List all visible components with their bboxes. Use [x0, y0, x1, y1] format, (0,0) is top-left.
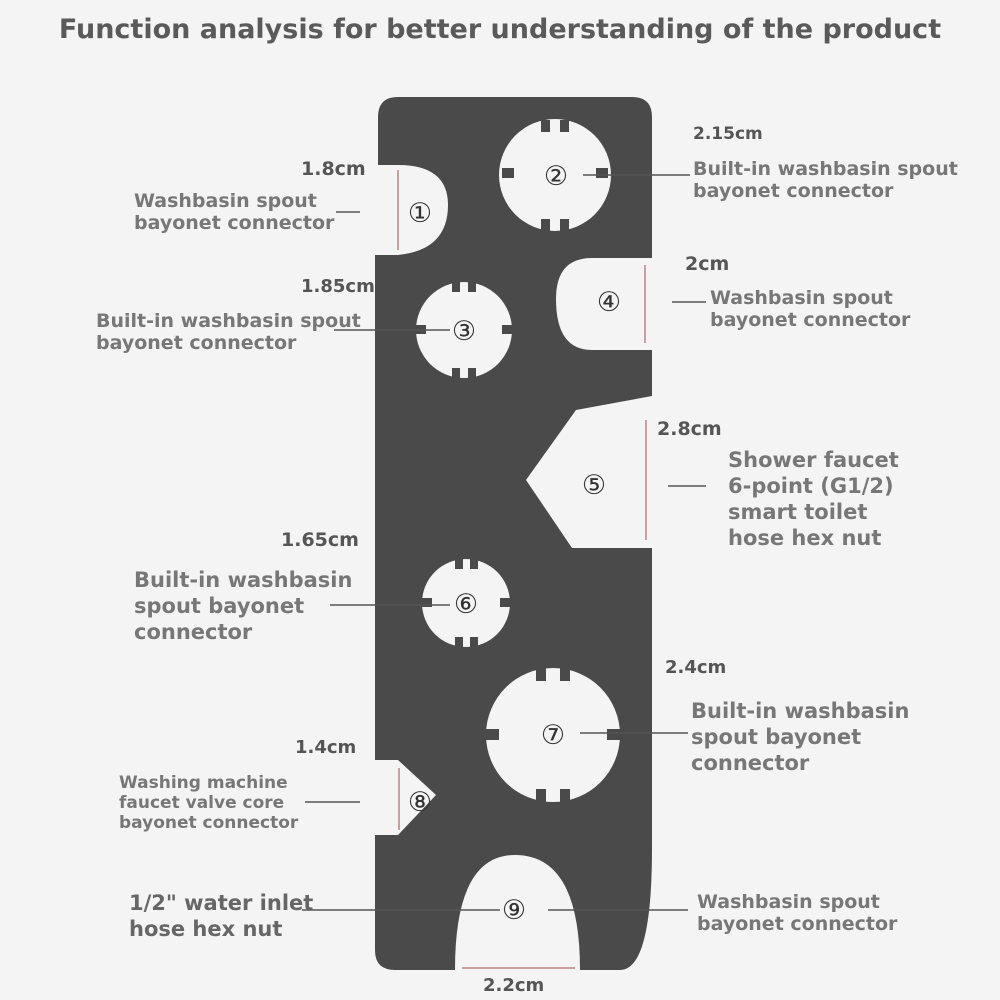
dimension-3: 1.85cm — [301, 276, 375, 297]
feature-number-3: ③ — [452, 316, 476, 347]
feature-number-4: ④ — [597, 287, 621, 318]
feature-number-9: ⑨ — [502, 895, 526, 926]
dimension-1: 1.8cm — [301, 158, 366, 180]
label-2: Built-in washbasin spout bayonet connect… — [693, 158, 958, 203]
label-5: Shower faucet 6-point (G1/2) smart toile… — [728, 447, 899, 551]
dimension-7: 2.4cm — [665, 657, 727, 678]
feature-number-5: ⑤ — [582, 470, 606, 501]
page-title: Function analysis for better understandi… — [58, 14, 942, 45]
label-9-left: 1/2" water inlet hose hex nut — [129, 890, 313, 942]
hole-6 — [422, 559, 510, 647]
label-6-line-1: Built-in washbasin — [134, 568, 353, 592]
leader-lines — [302, 174, 706, 911]
label-6-line-3: connector — [134, 620, 253, 645]
label-9-right: Washbasin spout bayonet connector — [697, 891, 897, 936]
feature-number-7: ⑦ — [541, 720, 565, 751]
dimension-4: 2cm — [685, 253, 730, 275]
feature-number-1: ① — [408, 198, 432, 229]
label-9-right-line-1: Washbasin spout — [697, 891, 880, 913]
label-9-left-line-1: 1/2" water inlet — [129, 891, 314, 915]
label-6: Built-in washbasin spout bayonet connect… — [134, 567, 352, 645]
label-7-line-1: Built-in washbasin — [691, 699, 910, 723]
dimension-lines — [397, 170, 647, 969]
label-8-line-2: faucet valve core — [119, 793, 285, 814]
feature-number-8: ⑧ — [408, 787, 432, 818]
label-1-line-2: bayonet connector — [134, 212, 335, 235]
dimension-6: 1.65cm — [281, 529, 359, 551]
label-1-line-1: Washbasin spout — [134, 190, 317, 212]
label-9-left-line-2: hose hex nut — [129, 917, 283, 942]
label-7-line-2: spout bayonet — [691, 725, 862, 750]
label-6-line-2: spout bayonet — [134, 594, 305, 619]
feature-number-2: ② — [544, 161, 568, 192]
label-7: Built-in washbasin spout bayonet connect… — [691, 698, 909, 776]
label-8-line-1: Washing machine — [119, 773, 288, 793]
label-8: Washing machine faucet valve core bayone… — [119, 773, 298, 833]
dimension-9: 2.2cm — [483, 975, 545, 996]
label-5-line-4: hose hex nut — [728, 526, 882, 551]
label-9-right-line-2: bayonet connector — [697, 913, 898, 936]
label-3-line-1: Built-in washbasin spout — [96, 310, 361, 332]
label-8-line-3: bayonet connector — [119, 813, 299, 834]
dimension-5: 2.8cm — [657, 418, 722, 440]
label-4-line-2: bayonet connector — [710, 309, 911, 332]
label-5-line-1: Shower faucet — [728, 448, 899, 472]
label-4: Washbasin spout bayonet connector — [710, 287, 910, 332]
feature-number-6: ⑥ — [454, 589, 478, 620]
label-2-line-2: bayonet connector — [693, 180, 894, 203]
label-2-line-1: Built-in washbasin spout — [693, 158, 958, 180]
label-5-line-3: smart toilet — [728, 500, 868, 525]
label-5-line-2: 6-point (G1/2) — [728, 474, 894, 499]
dimension-2: 2.15cm — [693, 124, 763, 144]
label-4-line-1: Washbasin spout — [710, 287, 893, 309]
label-1: Washbasin spout bayonet connector — [134, 190, 334, 235]
hole-2 — [499, 119, 611, 231]
label-7-line-3: connector — [691, 751, 810, 776]
dimension-8: 1.4cm — [295, 737, 357, 758]
label-3: Built-in washbasin spout bayonet connect… — [96, 310, 361, 355]
hole-3 — [416, 282, 512, 378]
label-3-line-2: bayonet connector — [96, 332, 297, 355]
hole-7 — [486, 668, 620, 802]
